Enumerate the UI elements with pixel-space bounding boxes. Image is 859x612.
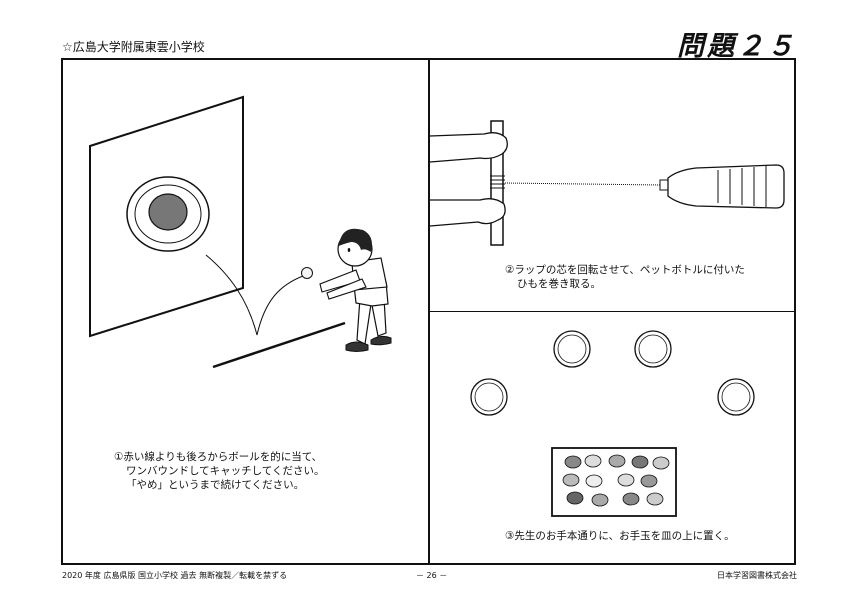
publisher: 日本学習図書株式会社 [717, 571, 797, 580]
panel3-caption-line1: ③先生のお手本通りに、お手玉を皿の上に置く。 [505, 530, 735, 542]
upper-hand [429, 132, 508, 163]
panel1-caption-line1: ①赤い線よりも後ろからボールを的に当て、 [114, 451, 323, 463]
bean-bags [562, 454, 670, 507]
panel1-caption-line2: ワンバウンドしてキャッチしてください。 [126, 465, 325, 477]
divider-vertical [428, 58, 430, 565]
plate [470, 378, 508, 416]
plate [634, 330, 672, 368]
plate [553, 330, 591, 368]
red-line [212, 321, 346, 369]
panel2-caption-line1: ②ラップの芯を回転させて、ペットボトルに付いた [505, 264, 745, 276]
ball [301, 267, 313, 279]
lower-hand [429, 198, 506, 227]
panel1-caption-line3: 「やめ」というまで続けてください。 [126, 479, 305, 491]
ball-trajectory [205, 254, 304, 336]
panel2-caption-line2: ひもを巻き取る。 [517, 278, 601, 290]
page-number: － 26 － [416, 571, 448, 580]
plate [717, 378, 755, 416]
school-name: ☆広島大学附属東雲小学校 [62, 40, 205, 54]
child-figure [319, 228, 392, 352]
pet-bottle [659, 164, 785, 209]
target-circle [126, 176, 210, 252]
footer-left: 2020 年度 広島県版 国立小学校 過去 無断複製／転載を禁ずる [62, 571, 288, 580]
problem-number: 問題２５ [677, 31, 797, 62]
divider-horizontal [430, 311, 796, 312]
